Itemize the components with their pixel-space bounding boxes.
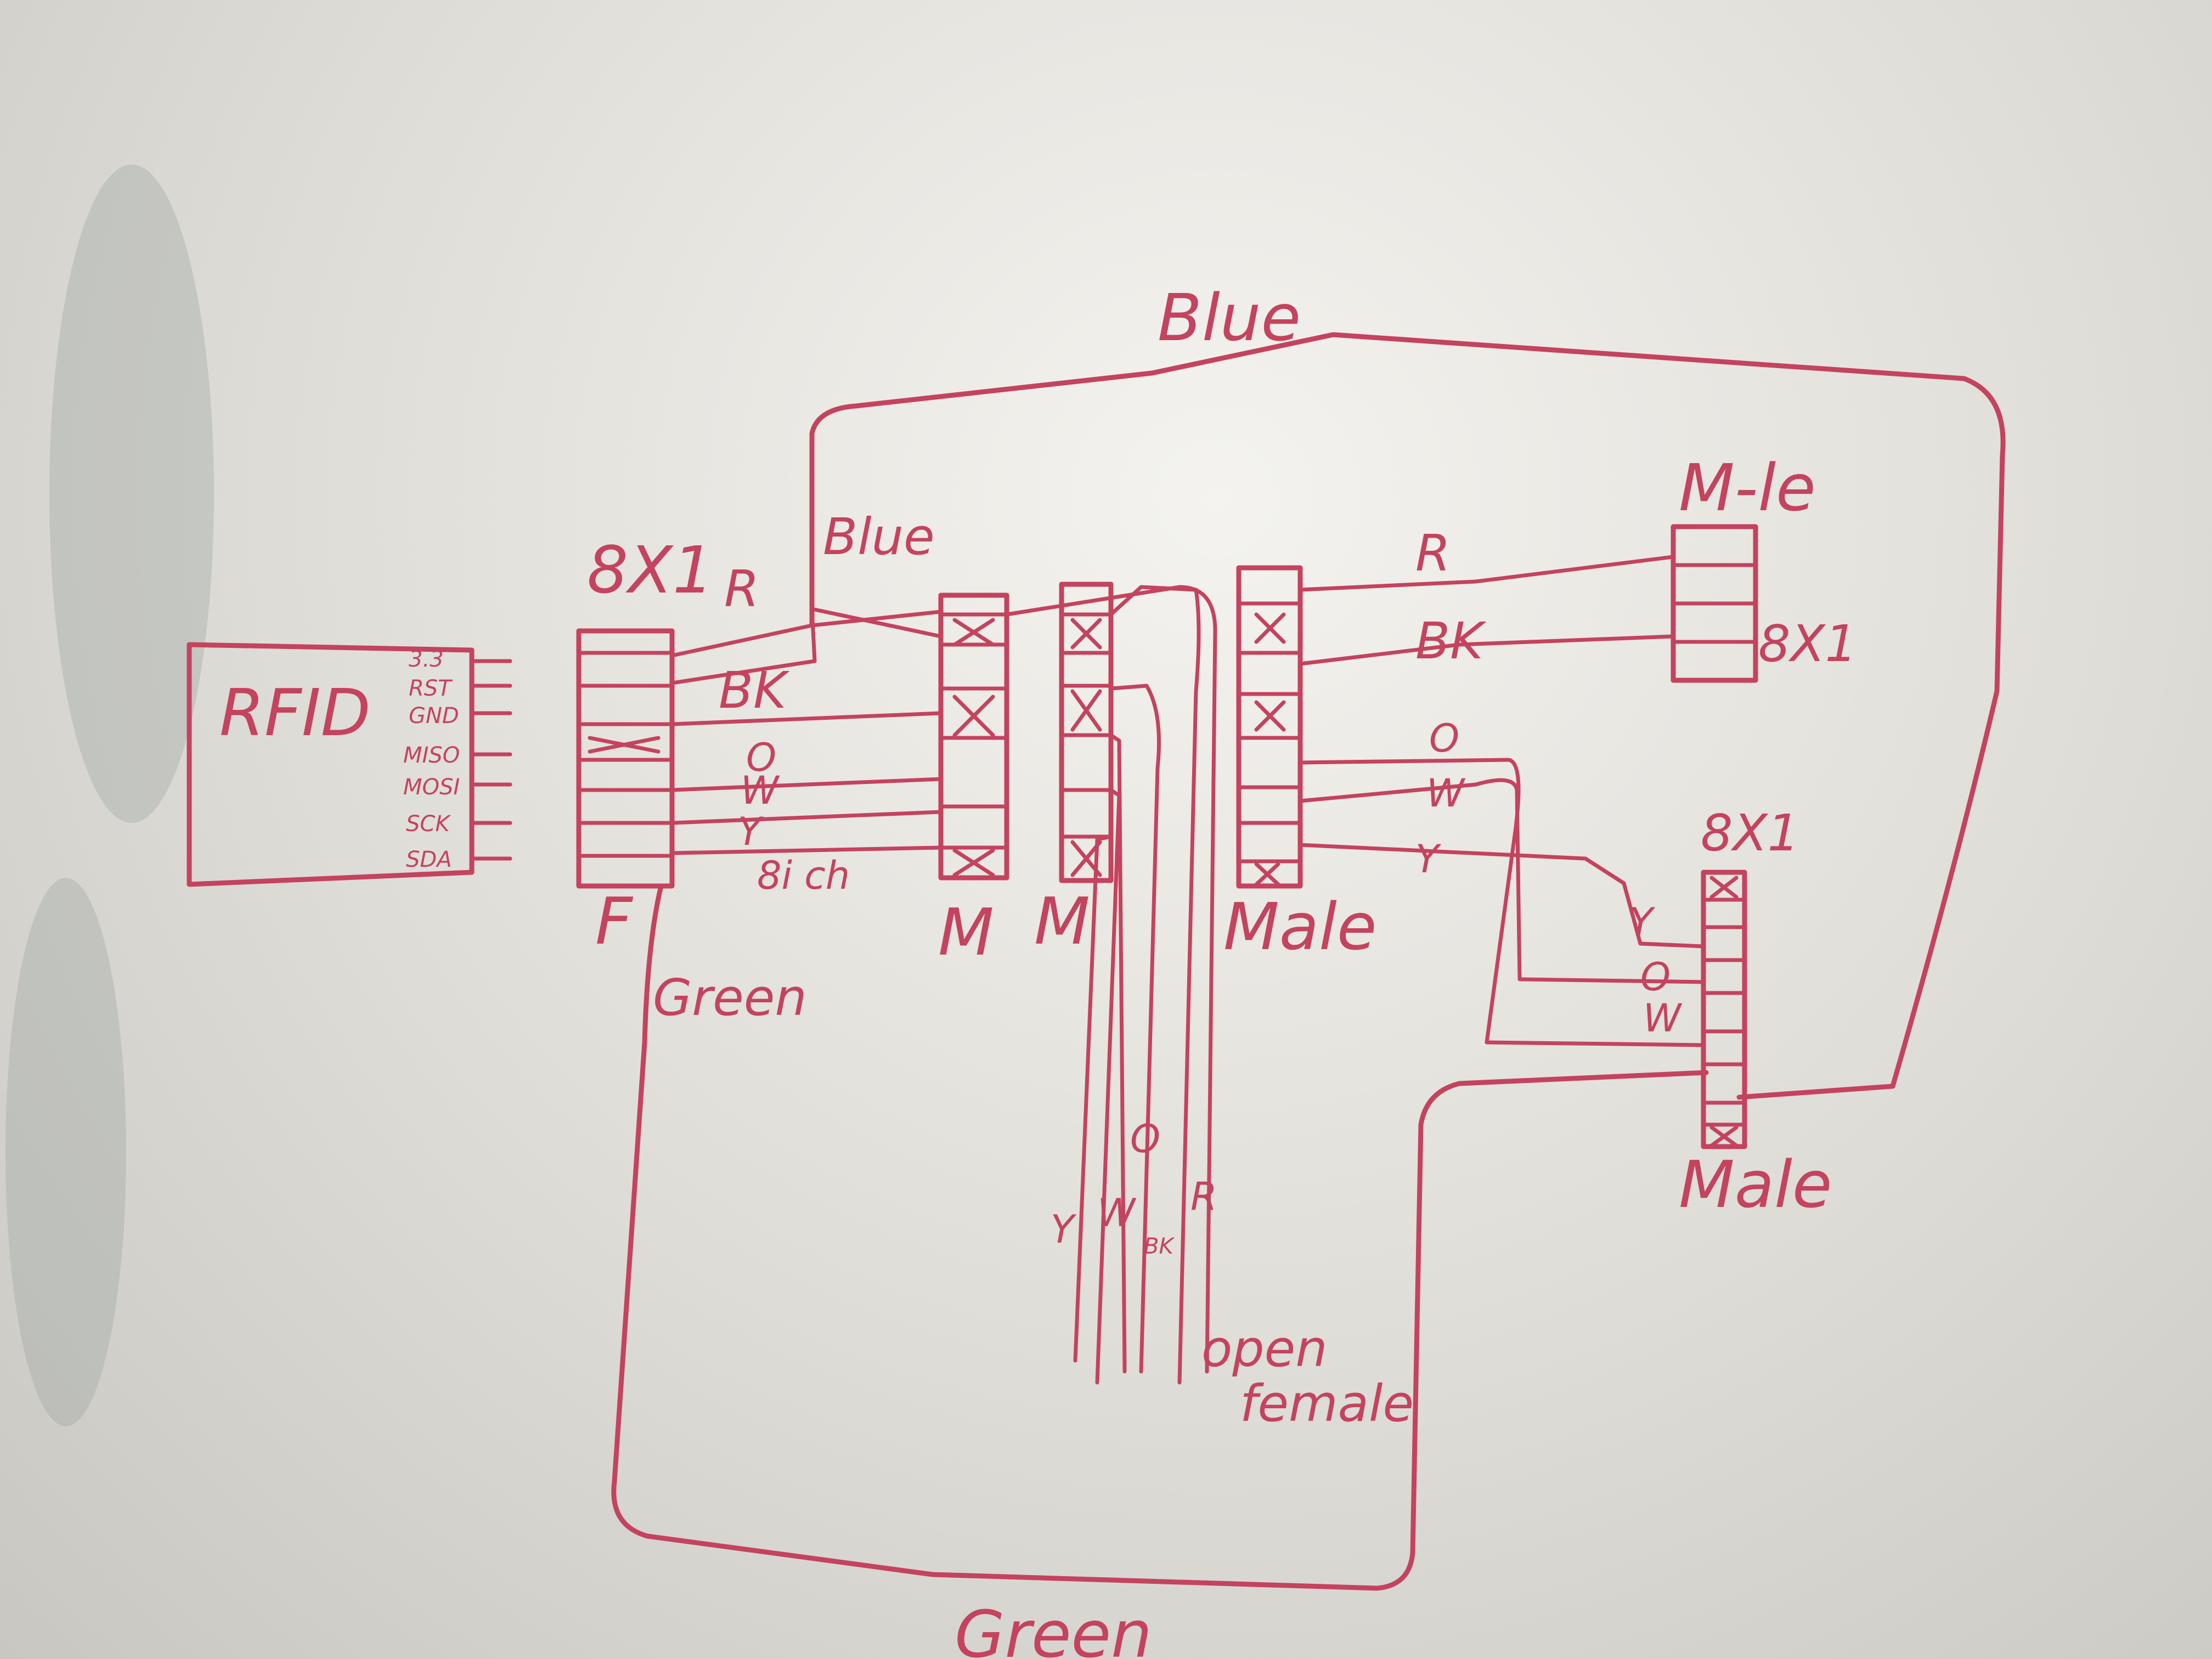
connector-side-label: 8X1	[1758, 614, 1857, 673]
wire-bundle-1: R BK O W Y 8i ch	[670, 560, 943, 898]
wire-label: Y	[1051, 1207, 1077, 1252]
connector-top-label: 8X1	[587, 532, 714, 608]
connector-bottom-label: M	[938, 894, 994, 970]
eraser-smudge	[5, 878, 126, 1426]
wire-label: W	[1426, 771, 1466, 816]
note-label: open	[1201, 1319, 1328, 1378]
pin-label: SCK	[406, 811, 451, 837]
open-female-wires: O Y W BK R open female	[1005, 585, 1414, 1433]
connector-bottom-label: F	[595, 883, 634, 959]
connector-top-label: M-le	[1679, 450, 1816, 526]
wire-label: BK	[1144, 1234, 1175, 1259]
connector-bottom-label: Male	[1679, 1147, 1832, 1222]
connector-male-1: Male	[1223, 565, 1377, 964]
wire-label: Y	[738, 809, 764, 854]
wire-label: R	[1415, 524, 1451, 583]
eraser-smudge	[49, 165, 214, 823]
wire-label: O	[1130, 1116, 1160, 1161]
connector-top-label: 8X1	[1701, 804, 1799, 862]
wire-label: R	[724, 560, 759, 618]
wire-label: Green	[653, 968, 807, 1027]
wire-label: O	[746, 735, 776, 780]
wire-label: O	[1640, 955, 1671, 1000]
wire-label: O	[1429, 716, 1459, 761]
note-label: female	[1240, 1374, 1414, 1433]
wire-label: W	[1643, 996, 1683, 1041]
wire-label: Blue	[1158, 280, 1301, 356]
pin-label: MISO	[403, 743, 460, 768]
wire-bundle-2: R BK O W Y Y O W	[1298, 524, 1706, 1047]
wire-label: R	[1190, 1174, 1217, 1219]
wire-label: Y	[1415, 837, 1442, 882]
connector-bottom-label: Male	[1223, 889, 1377, 964]
wire-label: 8i ch	[757, 853, 850, 898]
wire-label: W	[741, 768, 780, 813]
connector-bottom-label: M	[1034, 883, 1090, 959]
wire-label: BK	[719, 661, 790, 720]
pin-label: RST	[409, 676, 453, 701]
pin-label: MOSI	[403, 775, 460, 800]
connector-m-1: M	[938, 592, 1009, 970]
connector-male-2: M-le 8X1	[1671, 450, 1857, 683]
wire-label: Y	[1629, 900, 1656, 945]
green-wire: Green Green	[611, 883, 1709, 1659]
rfid-module: RFID 3.3 RST GND MISO MOSI SCK SDA	[187, 642, 512, 887]
pin-label: GND	[409, 703, 459, 729]
wire-label: W	[1097, 1190, 1137, 1235]
rfid-label: RFID	[219, 675, 371, 751]
pin-label: 3.3	[409, 647, 444, 672]
pin-label: SDA	[406, 847, 452, 872]
wire-label: BK	[1415, 612, 1487, 670]
wire-label: Green	[955, 1596, 1152, 1659]
connector-8x1-male: 8X1 Male	[1679, 804, 1832, 1222]
wire-label: Blue	[823, 507, 935, 566]
blue-wire: Blue Blue	[809, 280, 2006, 1100]
connector-8x1-female: 8X1 F	[576, 532, 714, 959]
connector-m-2: M	[1034, 582, 1114, 959]
